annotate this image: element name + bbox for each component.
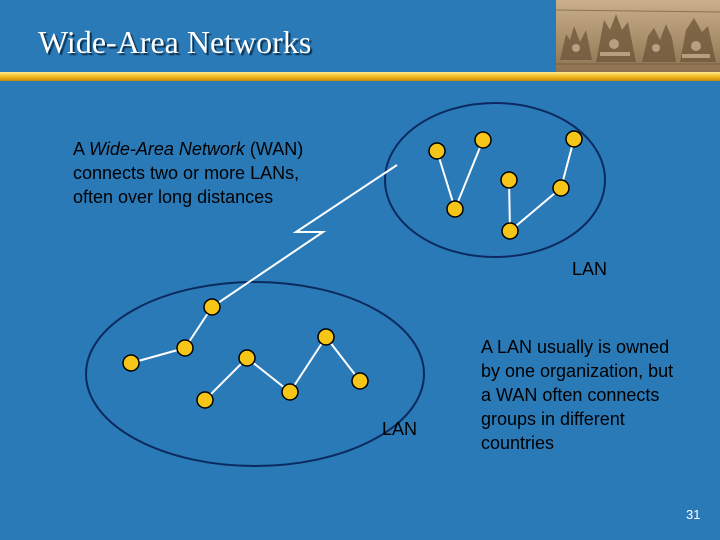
note-line: by one organization, but [481, 361, 674, 381]
lan-label-upper: LAN [572, 259, 608, 279]
wan-definition-line-2: connects two or more LANs, [73, 163, 300, 183]
node [176, 339, 194, 357]
note-line: groups in different [481, 409, 625, 429]
node [281, 383, 299, 401]
node [317, 328, 335, 346]
node [122, 354, 140, 372]
wan-term: Wide-Area Network [89, 139, 245, 159]
node [565, 130, 583, 148]
slide-title: Wide-Area Networks [38, 24, 312, 60]
node [428, 142, 446, 160]
wan-link [211, 164, 398, 308]
note-line: countries [481, 433, 555, 453]
wan-definition: A Wide-Area Network (WAN) connects two o… [73, 137, 303, 209]
node [203, 298, 221, 316]
node [196, 391, 214, 409]
note-line: A LAN usually is owned [481, 337, 670, 357]
node [552, 179, 570, 197]
node [474, 131, 492, 149]
node [446, 200, 464, 218]
lan-label-lower: LAN [382, 419, 418, 439]
node [351, 372, 369, 390]
note-line: a WAN often connects [481, 385, 660, 405]
page-number: 31 [686, 507, 701, 522]
lan-ownership-note: A LAN usually is owned by one organizati… [481, 335, 673, 455]
intro-line-1-rest: (WAN) [244, 139, 304, 159]
node [501, 222, 519, 240]
node [500, 171, 518, 189]
upper-lan-ellipse [384, 102, 606, 258]
title-underline [0, 72, 720, 81]
wan-definition-line-3: often over long distances [73, 187, 274, 207]
node [238, 349, 256, 367]
intro-prefix: A [73, 139, 90, 159]
corner-photo [556, 0, 720, 74]
lower-lan-ellipse [85, 281, 425, 467]
wan-definition-line-1: A Wide-Area Network (WAN) [73, 137, 303, 161]
